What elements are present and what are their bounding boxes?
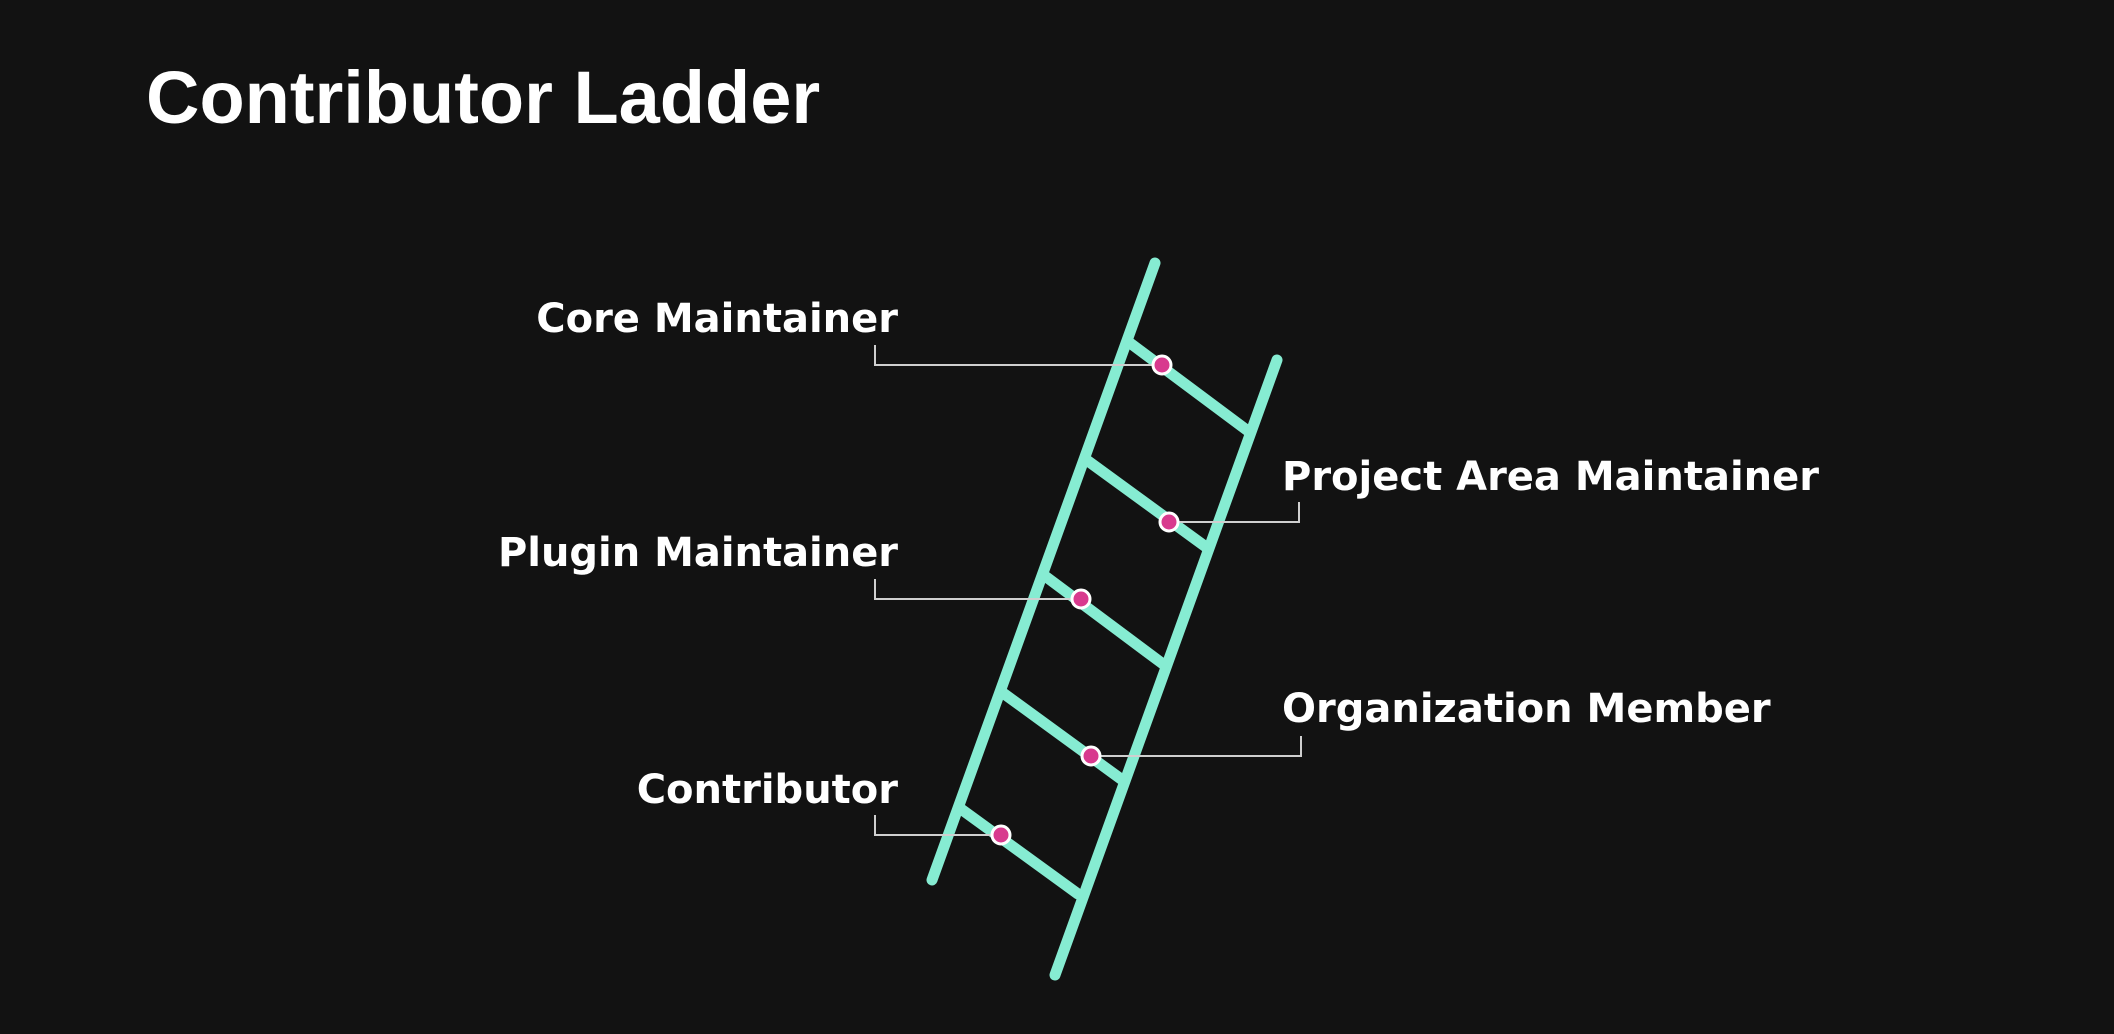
role-project-area-maintainer: Project Area Maintainer [1158,454,1819,533]
role-plugin-maintainer: Plugin Maintainer [498,530,1092,610]
role-label-project-area-maintainer: Project Area Maintainer [1282,454,1819,500]
role-marker-dot [1151,354,1173,376]
role-organization-member: Organization Member [1080,686,1771,767]
ladder-rung [997,687,1127,785]
role-label-plugin-maintainer: Plugin Maintainer [498,530,898,576]
page-title: Contributor Ladder [146,56,821,139]
ladder-rung [1124,337,1254,437]
role-marker-dot [1158,511,1180,533]
role-core-maintainer: Core Maintainer [536,296,1173,376]
leader-line [874,345,1162,366]
leader-line [874,815,1001,836]
role-marker-dot [990,824,1012,846]
leader-line [874,579,1081,600]
ladder-rung [955,803,1084,900]
role-label-organization-member: Organization Member [1282,686,1771,732]
ladder-rung [1082,455,1212,553]
ladder [926,257,1283,981]
ladder-rung [1039,570,1169,670]
role-marker-dot [1070,588,1092,610]
leader-line [1091,736,1302,757]
role-marker-dot [1080,745,1102,767]
role-label-core-maintainer: Core Maintainer [536,296,898,342]
leader-line [1169,502,1300,523]
role-label-contributor: Contributor [637,767,899,813]
role-contributor: Contributor [637,767,1012,846]
